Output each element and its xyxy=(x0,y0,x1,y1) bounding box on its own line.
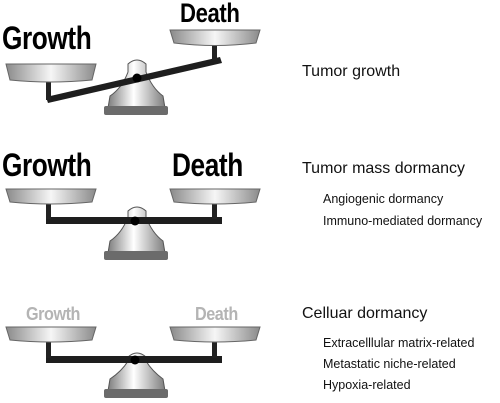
death-word: Death xyxy=(195,304,238,324)
balanced-scale-icon xyxy=(5,188,261,260)
sublabel-angiogenic: Angiogenic dormancy xyxy=(323,192,444,206)
scale-tumor-mass-dormancy: Growth Death xyxy=(0,145,290,265)
sublabel-metastatic-niche: Metastatic niche-related xyxy=(323,357,456,371)
sublabel-extracellular-matrix: Extracelllular matrix-related xyxy=(323,336,475,350)
scale-cellular-dormancy: Growth Death xyxy=(0,283,290,403)
death-word: Death xyxy=(172,147,243,183)
tilted-balance-scale-icon xyxy=(5,29,261,115)
growth-word: Growth xyxy=(2,20,92,56)
balanced-scale-icon xyxy=(5,326,261,398)
sublabel-immuno-mediated: Immuno-mediated dormancy xyxy=(323,214,483,228)
scale-label-tumor-mass-dormancy: Tumor mass dormancy xyxy=(302,160,465,177)
death-word: Death xyxy=(180,0,240,28)
scale-label-tumor-growth: Tumor growth xyxy=(302,63,401,80)
growth-word: Growth xyxy=(26,304,80,324)
scale-label-cellular-dormancy: Celluar dormancy xyxy=(302,305,428,322)
scale-tumor-growth: Growth Death xyxy=(0,0,290,125)
sublabel-hypoxia: Hypoxia-related xyxy=(323,378,411,392)
growth-word: Growth xyxy=(2,147,92,183)
